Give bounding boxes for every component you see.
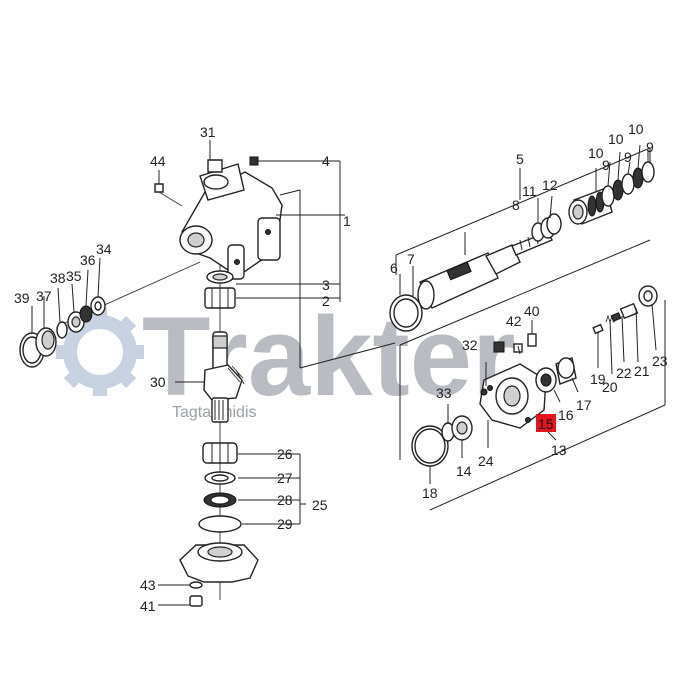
label-31: 31 bbox=[200, 124, 216, 140]
label-13: 13 bbox=[551, 442, 567, 458]
watermark-brand: Trakter bbox=[142, 294, 516, 419]
gear-housing bbox=[179, 163, 283, 280]
label-27: 27 bbox=[277, 470, 293, 486]
seal-28 bbox=[203, 492, 237, 508]
bearing-14 bbox=[451, 415, 473, 441]
side-cover bbox=[179, 542, 259, 583]
label-25: 25 bbox=[312, 497, 328, 513]
plug-31 bbox=[207, 142, 223, 173]
label-12: 12 bbox=[542, 177, 558, 193]
leader-lines-right bbox=[429, 144, 657, 484]
label-16: 16 bbox=[558, 407, 574, 423]
spool-19 bbox=[592, 323, 604, 335]
label-3: 3 bbox=[322, 277, 330, 293]
label-34: 34 bbox=[96, 241, 112, 257]
seal-37 bbox=[35, 327, 57, 357]
label-26: 26 bbox=[277, 446, 293, 462]
bearing-2 bbox=[204, 287, 236, 309]
rack-piston-5 bbox=[417, 231, 553, 310]
label-44: 44 bbox=[150, 153, 166, 169]
cap-nut-23 bbox=[638, 285, 658, 307]
label-41: 41 bbox=[140, 598, 156, 614]
o-ring-18 bbox=[411, 425, 449, 467]
label-6: 6 bbox=[390, 260, 398, 276]
seal-34 bbox=[90, 296, 106, 316]
sector-shaft-30 bbox=[203, 331, 245, 423]
label-24: 24 bbox=[478, 453, 494, 469]
label-19: 19 bbox=[590, 371, 606, 387]
plug-32 bbox=[493, 341, 505, 353]
label-43: 43 bbox=[140, 577, 156, 593]
label-20: 20 bbox=[602, 379, 618, 395]
washer-27 bbox=[204, 471, 236, 485]
bearing-36 bbox=[79, 305, 93, 323]
label-36: 36 bbox=[80, 252, 96, 268]
label-18: 18 bbox=[422, 485, 438, 501]
label-9b: 9 bbox=[624, 149, 632, 165]
leader-lines-left bbox=[31, 140, 396, 606]
label-4: 4 bbox=[322, 153, 330, 169]
watermark: Trakter Tagtalenidis bbox=[56, 294, 516, 421]
label-14: 14 bbox=[456, 463, 472, 479]
bolt-44 bbox=[154, 172, 183, 207]
label-11: 11 bbox=[522, 183, 537, 199]
label-22: 22 bbox=[616, 365, 632, 381]
label-33: 33 bbox=[436, 385, 452, 401]
label-17: 17 bbox=[576, 397, 592, 413]
label-1: 1 bbox=[343, 213, 351, 229]
label-38: 38 bbox=[50, 270, 66, 286]
label-10b: 10 bbox=[608, 131, 624, 147]
label-28: 28 bbox=[277, 492, 293, 508]
label-42: 42 bbox=[506, 313, 522, 329]
label-5: 5 bbox=[516, 151, 524, 167]
label-2: 2 bbox=[322, 293, 330, 309]
frame-lines-right bbox=[395, 147, 666, 511]
bearing-16 bbox=[535, 367, 557, 393]
bolt-40 bbox=[527, 333, 537, 347]
highlight-box-15 bbox=[536, 414, 556, 432]
label-32: 32 bbox=[462, 337, 478, 353]
washer-43 bbox=[189, 581, 203, 589]
bearing-26 bbox=[202, 442, 238, 464]
part-labels: 1 2 3 4 5 6 7 8 9 9 9 10 10 10 11 12 13 … bbox=[14, 121, 668, 614]
seat-22 bbox=[619, 302, 639, 320]
label-29: 29 bbox=[277, 516, 293, 532]
o-ring-29 bbox=[198, 515, 242, 533]
label-8: 8 bbox=[512, 197, 520, 213]
valve-21 bbox=[610, 312, 622, 322]
label-7: 7 bbox=[407, 251, 415, 267]
bolt-41 bbox=[189, 595, 203, 607]
seal-ring-6 bbox=[389, 294, 423, 332]
label-9c: 9 bbox=[646, 139, 654, 155]
sleeve-17 bbox=[555, 357, 577, 385]
bolt-4 bbox=[249, 156, 259, 166]
label-21: 21 bbox=[634, 363, 650, 379]
label-10a: 10 bbox=[588, 145, 604, 161]
label-40: 40 bbox=[524, 303, 540, 319]
label-39: 39 bbox=[14, 290, 30, 306]
label-30: 30 bbox=[150, 374, 166, 390]
valve-housing-24 bbox=[479, 363, 547, 429]
label-9a: 9 bbox=[602, 157, 610, 173]
label-10c: 10 bbox=[628, 121, 644, 137]
label-37: 37 bbox=[36, 288, 52, 304]
ring-9b bbox=[621, 173, 635, 195]
ring-9c bbox=[641, 161, 655, 183]
ring-9a bbox=[601, 185, 615, 207]
ring-38 bbox=[56, 321, 68, 339]
label-35: 35 bbox=[66, 268, 82, 284]
ball-24 bbox=[480, 388, 488, 396]
ring-12 bbox=[546, 213, 562, 235]
bearing-3 bbox=[206, 270, 234, 284]
label-15: 15 bbox=[538, 416, 554, 432]
label-23: 23 bbox=[652, 353, 668, 369]
